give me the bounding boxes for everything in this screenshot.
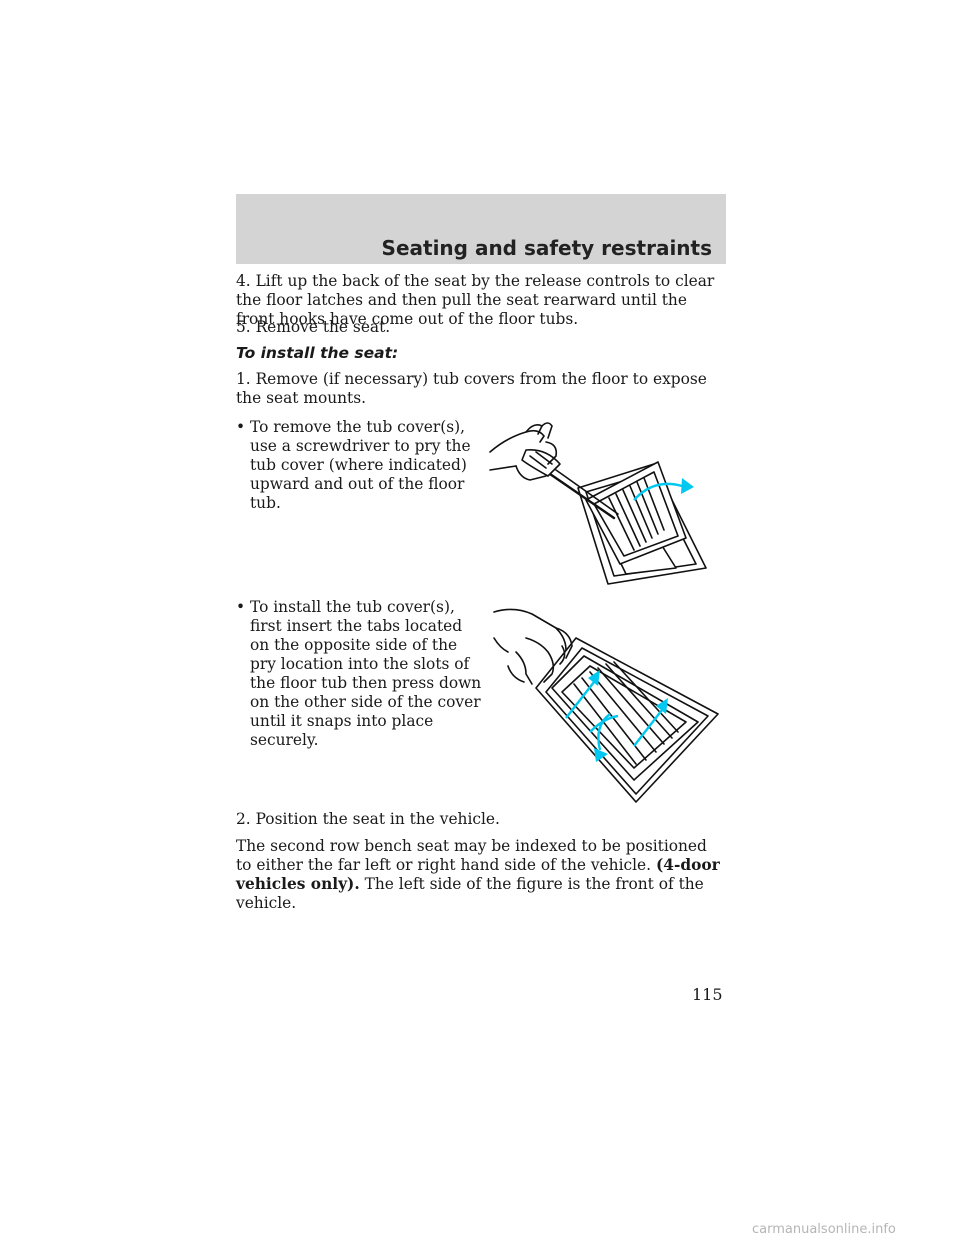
install-heading: To install the seat: bbox=[236, 344, 399, 362]
tub-cover-removal-illustration bbox=[489, 422, 707, 585]
section-title: Seating and safety restraints bbox=[381, 236, 712, 260]
watermark: carmanualsonline.info bbox=[752, 1222, 896, 1237]
bullet-remove-text: To remove the tub cover(s), use a screwd… bbox=[250, 418, 471, 512]
bullet-icon: • bbox=[236, 598, 246, 616]
indexing-note-text: The second row bench seat may be indexed… bbox=[236, 837, 707, 874]
bullet-remove-cover: • To remove the tub cover(s), use a scre… bbox=[236, 418, 482, 513]
indexing-note-tail: The left side of the figure is the front… bbox=[236, 875, 704, 912]
bullet-install-cover: • To install the tub cover(s), first ins… bbox=[236, 598, 482, 750]
step-5-paragraph: 5. Remove the seat. bbox=[236, 318, 391, 336]
tub-cover-install-illustration bbox=[493, 608, 719, 803]
bullet-install-text: To install the tub cover(s), first inser… bbox=[250, 598, 482, 749]
section-header: Seating and safety restraints bbox=[236, 194, 726, 264]
step-1-paragraph: 1. Remove (if necessary) tub covers from… bbox=[236, 370, 707, 407]
indexing-note-emphasis: (4-door vehicles only). bbox=[236, 856, 720, 893]
page-number: 115 bbox=[692, 985, 723, 1004]
indexing-note: The second row bench seat may be indexed… bbox=[236, 837, 726, 913]
bullet-icon: • bbox=[236, 418, 246, 436]
step-4-paragraph: 4. Lift up the back of the seat by the r… bbox=[236, 272, 715, 328]
step-2-paragraph: 2. Position the seat in the vehicle. bbox=[236, 810, 500, 828]
